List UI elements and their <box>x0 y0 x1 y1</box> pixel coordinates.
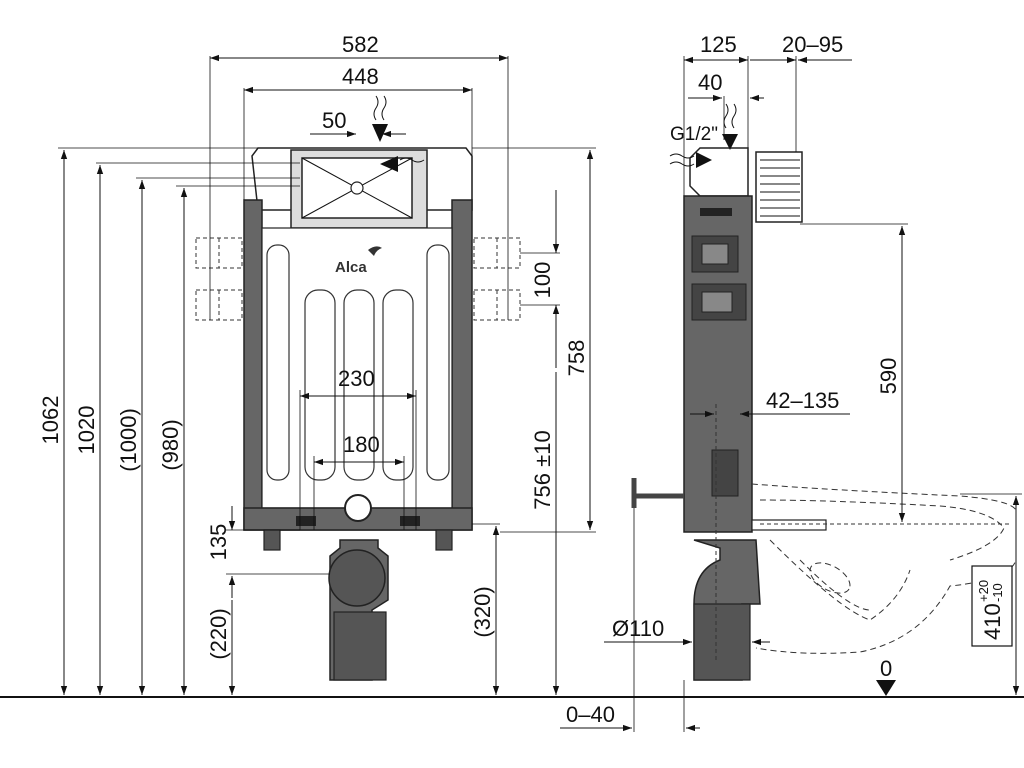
bowl-height-box <box>971 565 1013 647</box>
dim-0-40: 0–40 <box>566 702 615 727</box>
dim-50: 50 <box>322 108 346 133</box>
flush-pipe <box>751 519 827 531</box>
dim-220: (220) <box>206 608 231 659</box>
water-inlet-side-icon <box>723 103 737 129</box>
dim-pipe-diameter: Ø110 <box>612 616 664 641</box>
wall-anchors-left <box>195 237 243 321</box>
brand-logo: Alca <box>335 259 367 276</box>
foot-left <box>263 529 281 551</box>
dim-980: (980) <box>158 419 183 470</box>
dim-20-95: 20–95 <box>782 32 843 57</box>
drain-hole <box>344 494 372 522</box>
side-view: 125 20–95 40 G1/2" 42–135 590 Ø110 <box>560 32 1022 732</box>
dim-320: (320) <box>470 586 495 637</box>
floor-level-marker <box>876 680 896 696</box>
water-inlet-icon <box>373 95 387 121</box>
tol-minus: -10 <box>990 583 1005 602</box>
foot-right <box>435 529 453 551</box>
tol-plus: +20 <box>976 580 991 602</box>
floor-level-label: 0 <box>880 656 892 681</box>
dim-40: 40 <box>698 70 722 95</box>
dim-135: 135 <box>206 524 231 561</box>
dim-1062: 1062 <box>38 396 63 445</box>
dim-180: 180 <box>343 432 380 457</box>
toilet-bowl-outline <box>751 483 1017 654</box>
dim-590: 590 <box>876 358 901 395</box>
front-view: Alca 582 448 50 1062 1020 (1000) (980) <box>38 32 596 695</box>
dim-410: 410 <box>980 603 1005 640</box>
dim-42-135: 42–135 <box>766 388 839 413</box>
wall-anchors-right <box>473 237 521 321</box>
flush-plate-box <box>755 151 803 223</box>
dim-125: 125 <box>700 32 737 57</box>
dim-100: 100 <box>530 262 555 299</box>
dim-756: 756 ±10 <box>530 430 555 509</box>
dim-582: 582 <box>342 32 379 57</box>
pipe-thread-label: G1/2" <box>670 124 718 145</box>
dim-230: 230 <box>338 366 375 391</box>
dim-448: 448 <box>342 64 379 89</box>
dim-1020: 1020 <box>74 406 99 455</box>
bird-icon <box>368 246 382 256</box>
dim-758: 758 <box>564 340 589 377</box>
dim-1000: (1000) <box>116 408 141 472</box>
